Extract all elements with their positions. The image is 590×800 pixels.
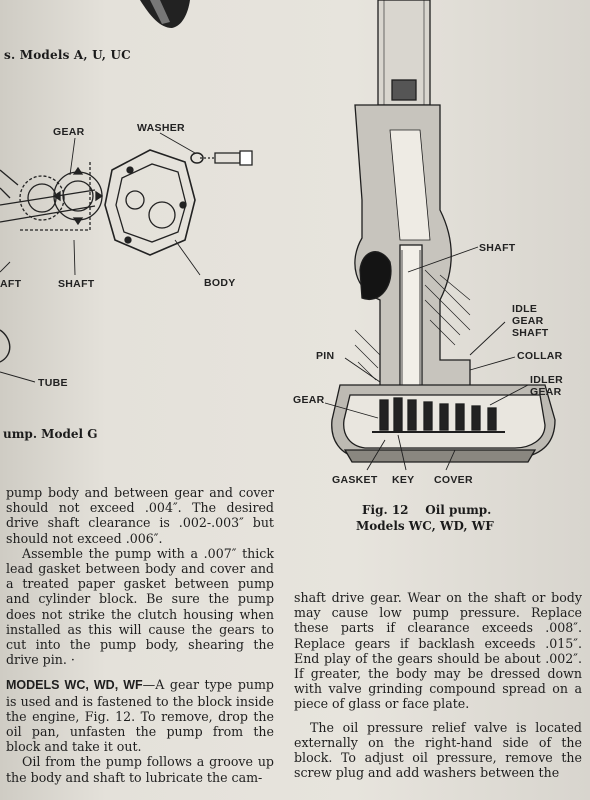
- label-shaft: SHAFT: [58, 278, 95, 290]
- label-idle-gear-shaft: IDLE GEAR SHAFT: [512, 303, 549, 339]
- left-pump-drawing: [0, 132, 253, 383]
- tube-line: [0, 329, 11, 363]
- label-gasket: GASKET: [332, 474, 378, 486]
- label-shaft-right: SHAFT: [479, 242, 516, 254]
- right-pump-drawing: [324, 0, 556, 471]
- gear-main: [52, 166, 104, 226]
- models-runin-heading: MODELS WC, WD, WF: [6, 678, 143, 693]
- label-cover: COVER: [434, 474, 473, 486]
- hatching: [354, 269, 471, 381]
- gear-teeth: [379, 397, 497, 433]
- left-column-text: pump body and between gear and cover sho…: [6, 485, 274, 785]
- label-washer: WASHER: [137, 122, 185, 134]
- label-idler-line2: GEAR: [530, 386, 562, 398]
- left-figure-caption: ump. Model G: [3, 427, 98, 441]
- label-idler-line1: IDLER: [530, 374, 563, 386]
- label-body: BODY: [204, 277, 236, 289]
- label-idle-line2: GEAR: [512, 315, 544, 327]
- right-caption-line2: Models WC, WD, WF: [356, 519, 494, 533]
- label-key: KEY: [392, 474, 415, 486]
- left-paragraph-4: Oil from the pump follows a groove up th…: [6, 754, 274, 785]
- label-aft: AFT: [0, 278, 22, 290]
- right-paragraph-2: The oil pressure relief valve is located…: [294, 719, 582, 781]
- label-collar: COLLAR: [517, 350, 563, 362]
- label-pin: PIN: [316, 350, 335, 362]
- left-paragraph-2: Assemble the pump with a .007″ thick lea…: [6, 545, 274, 668]
- label-gear: GEAR: [53, 126, 85, 138]
- right-column-text: shaft drive gear. Wear on the shaft or b…: [294, 590, 582, 780]
- label-tube: TUBE: [38, 377, 68, 389]
- label-gear-right: GEAR: [293, 394, 325, 406]
- pump-body-outline: [104, 149, 196, 256]
- left-paragraph-3-body: —A gear type pump is used and is fastene…: [6, 677, 274, 755]
- running-header: s. Models A, U, UC: [4, 48, 131, 62]
- right-paragraph-1: shaft drive gear. Wear on the shaft or b…: [294, 590, 582, 712]
- left-paragraph-1: pump body and between gear and cover sho…: [6, 485, 274, 546]
- label-idle-line3: SHAFT: [512, 327, 549, 339]
- label-idle-line1: IDLE: [512, 303, 538, 315]
- label-idler-gear: IDLER GEAR: [530, 374, 563, 398]
- left-paragraph-3: MODELS WC, WD, WF—A gear type pump is us…: [6, 677, 274, 754]
- right-caption-line1: Fig. 12 Oil pump.: [362, 503, 492, 517]
